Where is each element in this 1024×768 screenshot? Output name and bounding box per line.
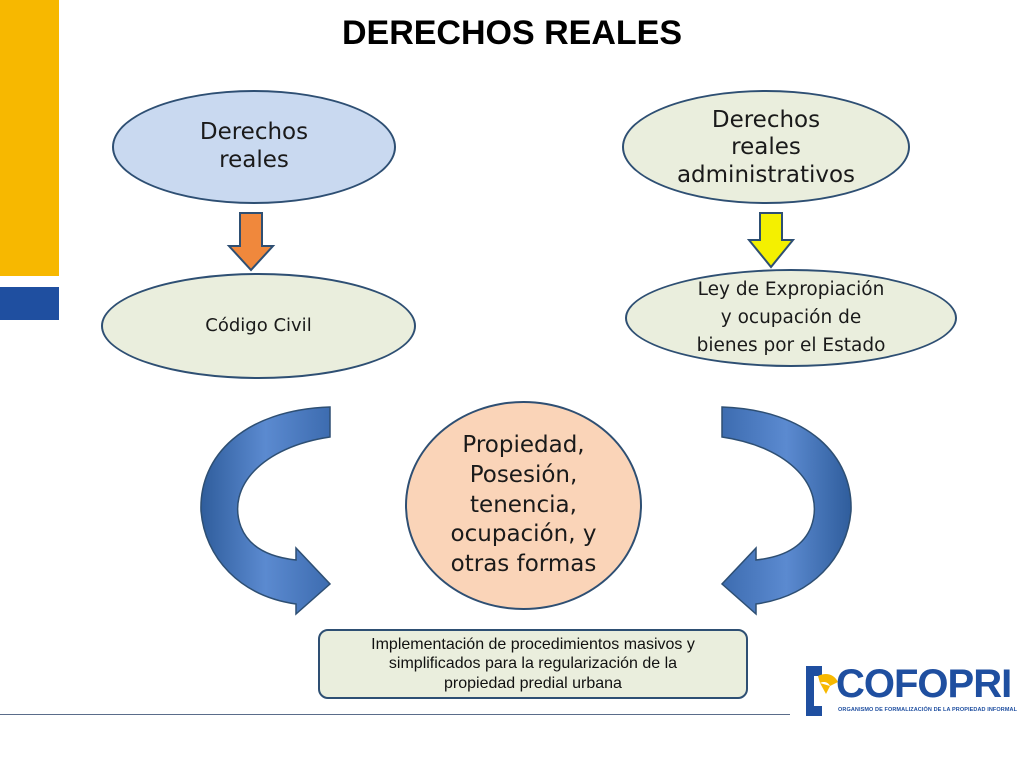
curved-arrow-right bbox=[720, 406, 852, 616]
cofopri-logo-icon bbox=[806, 666, 838, 716]
node-ley-line1: Ley de Expropiación bbox=[697, 279, 885, 301]
node-derechos-reales-line2: reales bbox=[219, 147, 289, 173]
node-propiedad-line4: ocupación, y bbox=[450, 521, 597, 548]
footer-divider bbox=[0, 714, 790, 715]
cofopri-logo: COFOPRI ORGANISMO DE FORMALIZACIÓN DE LA… bbox=[800, 662, 1017, 722]
node-ley-expropiacion: Ley de Expropiación y ocupación de biene… bbox=[625, 269, 957, 367]
implementacion-line3: propiedad predial urbana bbox=[444, 674, 622, 692]
page-title: DERECHOS REALES bbox=[341, 14, 683, 52]
cofopri-logo-name: COFOPRI bbox=[836, 662, 1012, 706]
implementacion-box: Implementación de procedimientos masivos… bbox=[318, 629, 748, 699]
node-derechos-admin-line2: reales bbox=[731, 134, 801, 161]
accent-bar-yellow bbox=[0, 0, 59, 276]
node-ley-line3: bienes por el Estado bbox=[696, 334, 886, 356]
node-propiedad: Propiedad, Posesión, tenencia, ocupación… bbox=[405, 401, 642, 610]
node-derechos-reales-administrativos: Derechos reales administrativos bbox=[622, 90, 910, 204]
down-arrow-yellow bbox=[746, 212, 796, 269]
node-derechos-reales: Derechos reales bbox=[112, 90, 396, 204]
accent-bar-blue bbox=[0, 287, 59, 320]
node-codigo-civil-label: Código Civil bbox=[205, 315, 312, 337]
implementacion-line2: simplificados para la regularización de … bbox=[388, 655, 678, 673]
node-derechos-admin-line1: Derechos bbox=[711, 106, 821, 133]
implementacion-line1: Implementación de procedimientos masivos… bbox=[371, 636, 695, 654]
node-propiedad-line3: tenencia, bbox=[470, 491, 577, 518]
node-propiedad-line2: Posesión, bbox=[469, 461, 578, 488]
curved-arrow-left bbox=[200, 406, 332, 616]
node-derechos-admin-line3: administrativos bbox=[676, 161, 856, 188]
node-ley-line2: y ocupación de bbox=[720, 307, 862, 329]
cofopri-logo-subtitle: ORGANISMO DE FORMALIZACIÓN DE LA PROPIED… bbox=[838, 707, 1018, 713]
node-derechos-reales-line1: Derechos bbox=[199, 119, 309, 146]
node-propiedad-line5: otras formas bbox=[450, 551, 597, 578]
node-propiedad-line1: Propiedad, bbox=[462, 431, 585, 458]
node-codigo-civil: Código Civil bbox=[101, 273, 416, 379]
down-arrow-orange bbox=[226, 212, 276, 272]
